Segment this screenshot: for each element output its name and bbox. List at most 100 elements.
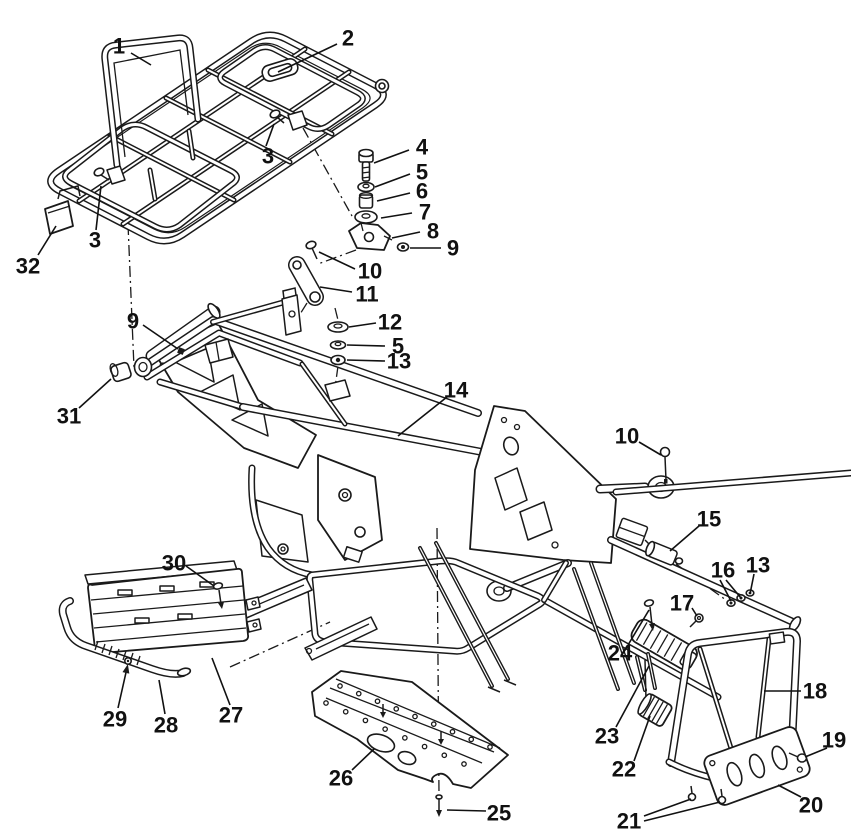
- bracket-wing: [383, 235, 393, 241]
- frame-washer-mount-bracket: [324, 379, 351, 402]
- deck-slot: [117, 589, 133, 596]
- bumper-brace-tube-inner: [699, 648, 736, 762]
- callout-label-22: 22: [612, 757, 636, 782]
- bolt-thread: [361, 166, 371, 169]
- roller-knurl: [651, 701, 664, 722]
- frame-front-tube-end-inner: [138, 361, 148, 373]
- leader-line-24: [627, 609, 650, 646]
- frame-front-tube-end: [133, 356, 153, 378]
- leader-line-25: [446, 809, 487, 812]
- pin-head: [717, 795, 727, 805]
- callout-label-21: 21: [617, 809, 641, 834]
- callout-label-11: 11: [355, 282, 378, 307]
- rack-mount-tab: [106, 165, 126, 185]
- frame-strut-inner: [590, 562, 635, 684]
- footwell-plate-hole: [338, 488, 352, 502]
- tower-plate-cutout: [519, 501, 553, 541]
- bolt-head: [659, 446, 671, 458]
- skid-plate-hole: [441, 752, 448, 759]
- leader-line-21: [643, 798, 692, 817]
- leader-line-3: [265, 123, 275, 147]
- bolt-head-top: [358, 148, 374, 158]
- skid-plate-hole: [382, 726, 388, 732]
- footwell-side-plate: [317, 454, 383, 561]
- callout-label-6: 6: [416, 179, 428, 204]
- skid-plate-hole: [342, 708, 349, 715]
- handle-slot-inner: [267, 62, 293, 78]
- callout-label-9: 9: [127, 309, 139, 334]
- deck-slot: [159, 585, 175, 592]
- plate-slot: [748, 753, 766, 779]
- bolt-tip: [436, 810, 442, 817]
- tower-hole: [288, 310, 296, 318]
- callout-label-32: 32: [16, 254, 40, 279]
- rack-corner-ring-inner: [378, 82, 386, 90]
- part-13-nut: [330, 354, 346, 366]
- leader-line-8: [391, 231, 421, 239]
- bolt-head: [796, 753, 808, 763]
- deck-bracket-hole: [252, 622, 258, 628]
- plate-slot: [771, 745, 788, 771]
- callout-label-15: 15: [697, 507, 721, 532]
- footwell-corner-hole: [277, 543, 289, 555]
- callout-label-30: 30: [162, 551, 186, 576]
- bolt-shaft: [649, 606, 653, 626]
- loop-to-arm-link-inner: [542, 561, 568, 602]
- bracket-hole: [363, 231, 375, 243]
- bolt-tip: [664, 479, 668, 484]
- callout-label-10: 10: [358, 259, 382, 284]
- leader-line-30: [185, 565, 215, 587]
- reflector-edge-line: [47, 205, 71, 214]
- skid-plate-hole: [402, 735, 408, 741]
- leader-line-28: [158, 679, 166, 715]
- frame-mid-bracket: [204, 338, 234, 364]
- skid-plate-hole: [468, 736, 475, 743]
- tower-plate-oval-hole: [502, 436, 520, 456]
- bolt-shaft: [218, 589, 222, 605]
- skid-plate-oval-slot: [397, 750, 417, 766]
- callout-label-28: 28: [154, 713, 178, 738]
- bolt-shaft: [664, 456, 667, 481]
- skid-plate-hole: [374, 698, 381, 705]
- leader-line-16: [719, 579, 732, 602]
- footwell-plate-hole: [354, 526, 366, 538]
- leader-end-dot: [177, 347, 185, 355]
- leader-line-32: [37, 225, 57, 256]
- frame-strut-inner: [435, 542, 509, 680]
- callout-label-14: 14: [444, 378, 469, 403]
- part-10-bolt-left: [305, 240, 318, 260]
- pin-shaft: [720, 788, 723, 797]
- leader-arrowhead: [122, 664, 130, 674]
- callout-label-8: 8: [427, 219, 439, 244]
- skid-plate-oval-slot: [366, 733, 396, 753]
- pedal-pin: [644, 659, 647, 701]
- alignment-line: [334, 307, 339, 321]
- rack-bolt-3a: [269, 109, 281, 119]
- callout-label-5: 5: [392, 334, 404, 359]
- callout-label-5: 5: [416, 160, 428, 185]
- leader-line-3: [95, 185, 102, 231]
- leader-line-2: [277, 43, 338, 73]
- skid-plate-hole: [461, 761, 467, 767]
- deck-slat: [93, 613, 246, 629]
- frame-top-cross-member-inner: [211, 298, 294, 324]
- footwell-loop-tube-inner: [307, 558, 545, 654]
- leader-line-12: [348, 322, 377, 328]
- callout-label-25: 25: [487, 801, 511, 826]
- leader-line-9: [142, 324, 179, 350]
- leader-line-20: [777, 784, 802, 798]
- deck-slot: [134, 617, 150, 624]
- alignment-line: [127, 223, 135, 369]
- bushing-body: [110, 361, 132, 383]
- backrest-hoop-tube-inner: [102, 35, 200, 167]
- roller-knurl: [655, 704, 668, 724]
- footrest-drawing: [58, 560, 262, 678]
- rear-mount-block: [615, 517, 649, 547]
- deck-slot: [177, 613, 193, 620]
- rear-tower-plate: [469, 405, 617, 564]
- backrest-inner-line: [113, 49, 189, 158]
- skid-plate-holes: [323, 683, 493, 767]
- spacer-body: [358, 194, 374, 209]
- bolt-tip: [649, 623, 655, 631]
